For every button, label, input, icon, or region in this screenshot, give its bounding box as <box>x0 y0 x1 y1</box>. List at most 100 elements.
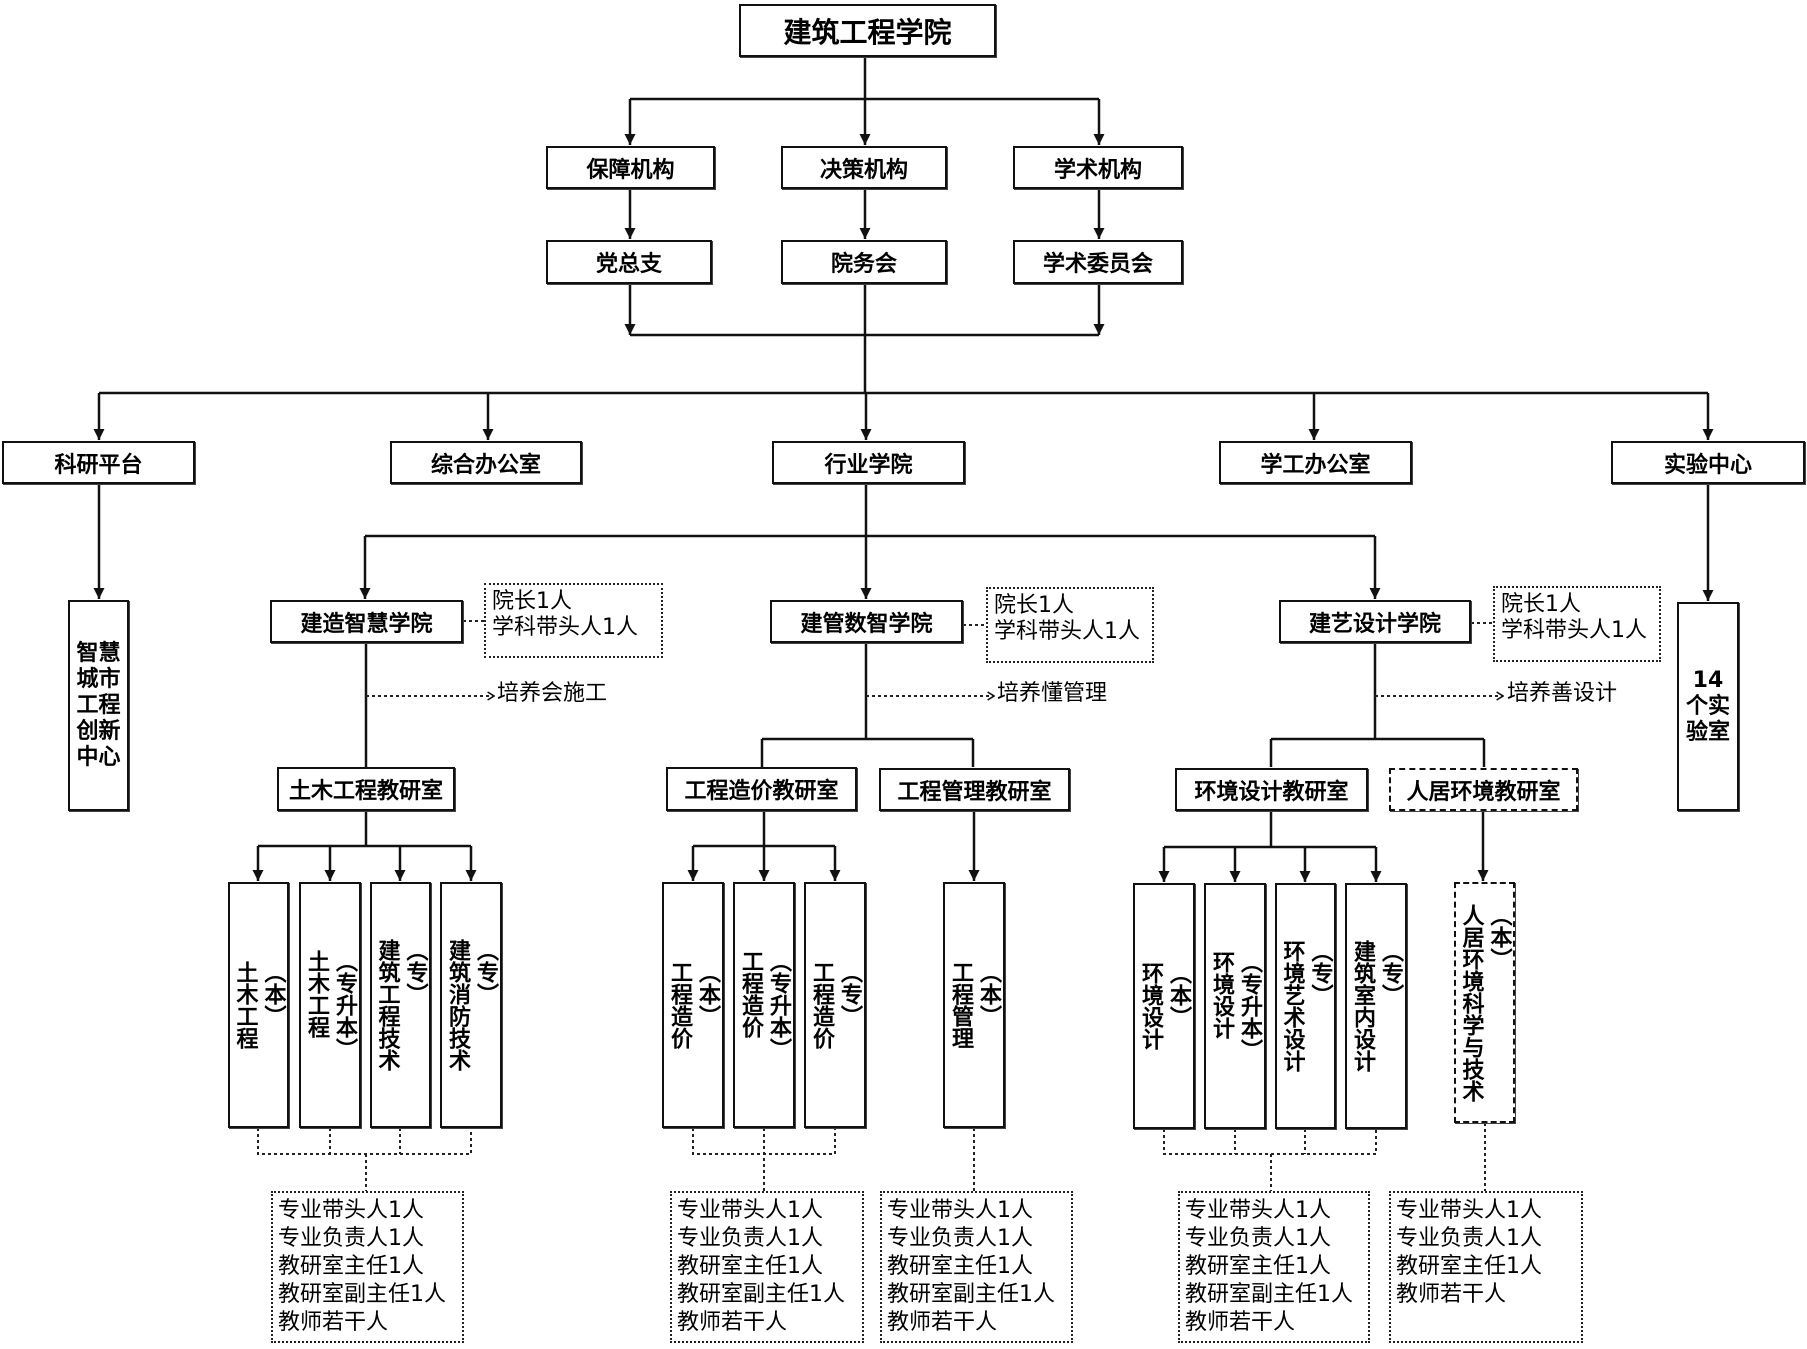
major-box[interactable]: 土木工程（本） <box>228 882 289 1128</box>
staff-line: 专业带头人1人 <box>677 1198 823 1223</box>
major-box[interactable]: 工程造价（专） <box>804 882 866 1128</box>
major-level: （专） <box>402 939 428 1005</box>
major-box[interactable]: 工程管理（本） <box>943 882 1005 1128</box>
college-management-digital[interactable]: 建管数智学院 <box>770 600 963 643</box>
innovation-center-line: 工程 <box>76 692 121 718</box>
staff-line: 教研室副主任1人 <box>278 1282 446 1307</box>
innovation-center-line: 中心 <box>76 744 121 770</box>
innovation-center-line: 创新 <box>76 718 121 744</box>
note-line: 院长1人 <box>492 589 572 614</box>
college-note: 院长1人 学科带头人1人 <box>1493 586 1661 662</box>
major-name: 环境设计 <box>1138 962 1163 1050</box>
major-name: 土木工程 <box>304 950 329 1038</box>
major-level: （本） <box>1166 962 1191 1028</box>
major-box[interactable]: 环境设计（本） <box>1133 883 1195 1129</box>
office-civil[interactable]: 土木工程教研室 <box>277 767 455 811</box>
major-name: 环境设计 <box>1209 951 1234 1039</box>
innovation-center-line: 智慧 <box>76 640 121 666</box>
college-construction-smart[interactable]: 建造智慧学院 <box>270 600 463 643</box>
staff-list: 专业带头人1人 专业负责人1人 教研室主任1人 教研室副主任1人 教师若干人 <box>880 1191 1073 1343</box>
major-box[interactable]: 环境艺术设计（专） <box>1275 883 1336 1129</box>
labs-box[interactable]: 14 个实 验室 <box>1677 602 1739 811</box>
staff-line: 教研室主任1人 <box>677 1254 823 1279</box>
note-line: 院长1人 <box>1501 592 1581 617</box>
staff-line: 教师若干人 <box>1396 1282 1507 1307</box>
major-name: 土木工程 <box>232 961 258 1049</box>
dept-general-office[interactable]: 综合办公室 <box>390 441 582 484</box>
major-level: （专升本） <box>766 950 791 1060</box>
staff-line: 专业负责人1人 <box>278 1226 424 1251</box>
level2-support[interactable]: 保障机构 <box>546 146 715 189</box>
major-name: 建筑室内设计 <box>1350 940 1375 1072</box>
dept-lab-center[interactable]: 实验中心 <box>1611 441 1805 484</box>
note-line: 院长1人 <box>994 593 1074 618</box>
dotted-connector <box>257 1128 472 1155</box>
office-management[interactable]: 工程管理教研室 <box>879 768 1070 811</box>
major-level: （专） <box>1378 940 1403 1006</box>
major-box[interactable]: 建筑工程技术（专） <box>370 882 431 1128</box>
major-name: 建筑工程技术 <box>374 939 400 1071</box>
innovation-center[interactable]: 智慧 城市 工程 创新 中心 <box>68 600 129 811</box>
college-title[interactable]: 建筑工程学院 <box>739 4 996 57</box>
major-level: （专） <box>837 961 862 1027</box>
major-name: 环境艺术设计 <box>1279 940 1305 1072</box>
staff-line: 教研室主任1人 <box>887 1254 1033 1279</box>
major-name: 建筑消防技术 <box>445 939 470 1071</box>
staff-line: 教研室副主任1人 <box>1185 1282 1353 1307</box>
level2-decision[interactable]: 决策机构 <box>781 146 947 189</box>
staff-list: 专业带头人1人 专业负责人1人 教研室主任1人 教研室副主任1人 教师若干人 <box>1178 1191 1370 1343</box>
office-environment-design[interactable]: 环境设计教研室 <box>1175 768 1368 811</box>
major-box[interactable]: 人居环境科学与技术（本） <box>1454 882 1515 1123</box>
major-box[interactable]: 土木工程（专升本） <box>299 882 361 1128</box>
staff-line: 教师若干人 <box>677 1310 788 1335</box>
staff-line: 教研室主任1人 <box>278 1254 424 1279</box>
note-line: 学科带头人1人 <box>492 615 638 640</box>
party-branch[interactable]: 党总支 <box>546 240 712 284</box>
academic-committee[interactable]: 学术委员会 <box>1013 240 1183 284</box>
major-name: 工程造价 <box>809 961 834 1049</box>
training-goal: 培养会施工 <box>497 681 608 706</box>
note-line: 学科带头人1人 <box>994 619 1140 644</box>
dept-research-platform[interactable]: 科研平台 <box>2 441 195 484</box>
staff-list: 专业带头人1人 专业负责人1人 教研室主任1人 教研室副主任1人 教师若干人 <box>670 1191 864 1343</box>
college-note: 院长1人 学科带头人1人 <box>986 587 1154 663</box>
staff-line: 专业负责人1人 <box>677 1226 823 1251</box>
office-cost[interactable]: 工程造价教研室 <box>666 767 857 811</box>
major-box[interactable]: 建筑消防技术（专） <box>440 882 502 1128</box>
major-name: 工程管理 <box>948 961 973 1049</box>
college-art-design[interactable]: 建艺设计学院 <box>1279 600 1471 643</box>
major-box[interactable]: 建筑室内设计（专） <box>1345 883 1407 1129</box>
staff-list: 专业带头人1人 专业负责人1人 教研室主任1人 教师若干人 <box>1389 1191 1583 1343</box>
college-note: 院长1人 学科带头人1人 <box>484 583 663 658</box>
labs-line: 14 <box>1692 667 1724 693</box>
dept-student-affairs[interactable]: 学工办公室 <box>1219 441 1412 484</box>
staff-line: 专业带头人1人 <box>1185 1198 1331 1223</box>
labs-line: 个实 <box>1685 693 1730 719</box>
staff-line: 专业带头人1人 <box>1396 1198 1542 1223</box>
staff-line: 教师若干人 <box>278 1310 389 1335</box>
major-level: （专） <box>473 939 498 1005</box>
dean-council[interactable]: 院务会 <box>781 240 947 284</box>
major-level: （本） <box>695 961 720 1027</box>
major-level: （专） <box>1307 940 1333 1006</box>
major-level: （专升本） <box>332 950 357 1060</box>
staff-line: 专业带头人1人 <box>278 1198 424 1223</box>
staff-list: 专业带头人1人 专业负责人1人 教研室主任1人 教研室副主任1人 教师若干人 <box>271 1191 464 1343</box>
major-level: （本） <box>1486 903 1512 970</box>
major-box[interactable]: 工程造价（本） <box>662 882 724 1128</box>
major-level: （专升本） <box>1237 951 1262 1061</box>
major-box[interactable]: 环境设计（专升本） <box>1204 883 1266 1129</box>
dept-industry-college[interactable]: 行业学院 <box>772 441 965 484</box>
office-human-settlement[interactable]: 人居环境教研室 <box>1389 768 1578 811</box>
major-level: （本） <box>976 961 1001 1027</box>
staff-line: 教研室主任1人 <box>1185 1254 1331 1279</box>
major-level: （本） <box>260 961 286 1027</box>
labs-line: 验室 <box>1685 719 1730 745</box>
major-name: 工程造价 <box>667 961 692 1049</box>
staff-line: 教师若干人 <box>887 1310 998 1335</box>
level2-academic[interactable]: 学术机构 <box>1013 146 1183 189</box>
staff-line: 教研室副主任1人 <box>677 1282 845 1307</box>
major-box[interactable]: 工程造价（专升本） <box>733 882 795 1128</box>
staff-line: 专业负责人1人 <box>1185 1226 1331 1251</box>
